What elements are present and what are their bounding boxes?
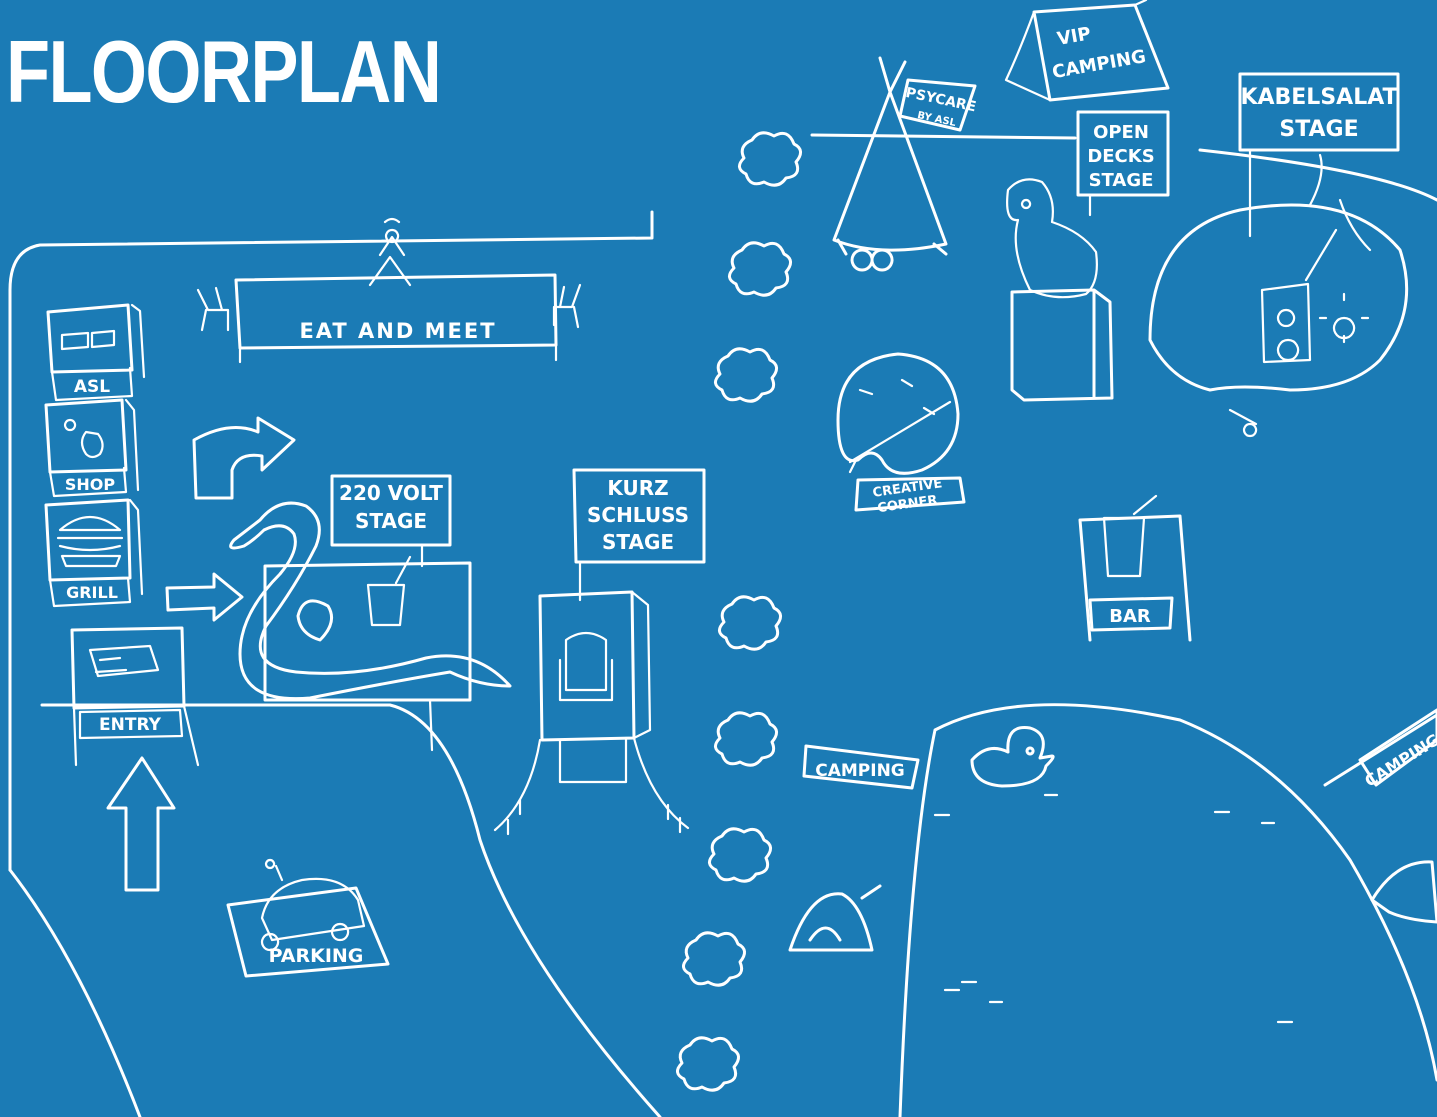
psycare-line1: PSYCARE <box>904 85 977 116</box>
bar: BAR <box>1078 494 1192 642</box>
open-decks-line1: OPEN <box>1093 122 1149 143</box>
tree-icon <box>714 347 778 403</box>
eat-and-meet-area: EAT AND MEET <box>196 217 582 364</box>
tree-icon <box>728 241 792 297</box>
page-title: FLOORPLAN <box>6 22 442 121</box>
volt-stage-line2: STAGE <box>355 509 427 533</box>
lake <box>898 703 1437 1117</box>
kabelsalat-line2: STAGE <box>1279 117 1358 142</box>
open-decks-line3: STAGE <box>1089 170 1154 191</box>
kurz-line3: STAGE <box>602 530 674 554</box>
gear-icon <box>1318 292 1370 344</box>
grill-booth: GRILL <box>44 498 144 608</box>
open-decks-line2: DECKS <box>1087 146 1154 167</box>
ticket-icon <box>88 644 160 678</box>
kabelsalat-stage: KABELSALAT STAGE <box>1148 72 1409 438</box>
kurz-line1: KURZ <box>607 476 668 500</box>
palette-icon <box>836 352 960 475</box>
creative-corner: CREATIVE CORNER <box>836 352 966 516</box>
bar-label: BAR <box>1109 606 1151 627</box>
vip-line1: VIP <box>1056 23 1093 50</box>
vip-line2: CAMPING <box>1051 46 1148 83</box>
arrow-icon <box>106 756 176 892</box>
eat-and-meet-label: EAT AND MEET <box>299 319 496 343</box>
entry-booth: ENTRY <box>70 626 200 767</box>
tree-icon <box>718 595 782 651</box>
tree-icon <box>738 131 802 187</box>
kurz-line2: SCHLUSS <box>587 503 689 527</box>
snake-icon <box>229 501 512 701</box>
arrow-icon <box>192 416 296 500</box>
drink-icon <box>1102 494 1158 578</box>
volt-stage-line1: 220 VOLT <box>339 481 443 505</box>
arrows <box>106 416 296 892</box>
camping-left-label: CAMPING <box>815 761 905 781</box>
chair-icon <box>552 283 582 329</box>
parrot-icon <box>1006 178 1098 299</box>
shop-booth: SHOP <box>44 398 140 498</box>
vip-camping: VIP CAMPING <box>1004 0 1170 102</box>
tree-icon <box>714 711 778 767</box>
kabelsalat-line1: KABELSALAT <box>1240 85 1397 110</box>
trees <box>676 131 802 1092</box>
psycare-line2: BY ASL <box>916 110 957 129</box>
arrow-icon <box>165 572 244 622</box>
tree-icon <box>676 1036 740 1092</box>
drink-icon <box>366 555 412 627</box>
tent-icon <box>1370 860 1437 924</box>
tree-icon <box>708 827 772 883</box>
glasses-icon <box>60 329 116 351</box>
chair-icon <box>196 286 230 332</box>
speaker-icon <box>1260 282 1312 364</box>
duck-icon <box>970 726 1055 788</box>
parking-area: PARKING <box>226 858 390 978</box>
car-icon <box>260 858 366 952</box>
open-decks-stage: OPEN DECKS STAGE <box>1006 110 1170 402</box>
tree-icon <box>682 931 746 987</box>
volt-stage: 220 VOLT STAGE <box>229 474 512 752</box>
burger-icon <box>56 516 124 568</box>
path-lines <box>8 133 1437 1117</box>
kurz-schluss-stage: KURZ SCHLUSS STAGE <box>493 468 706 836</box>
entry-label: ENTRY <box>99 715 162 735</box>
grill-label: GRILL <box>66 583 118 602</box>
armchair-icon <box>558 631 614 702</box>
camping-sign-left: CAMPING <box>802 744 920 790</box>
parking-label: PARKING <box>269 945 364 967</box>
teepee-icon <box>832 56 948 272</box>
tent-icon <box>788 884 882 952</box>
tool-icon <box>1228 153 1372 438</box>
angel-icon <box>368 217 412 287</box>
psycare-teepee: PSYCARE BY ASL <box>832 56 977 272</box>
shop-label: SHOP <box>65 475 116 494</box>
shop-item-icon <box>63 418 104 459</box>
asl-booth: ASL <box>46 303 146 402</box>
asl-label: ASL <box>74 377 110 397</box>
